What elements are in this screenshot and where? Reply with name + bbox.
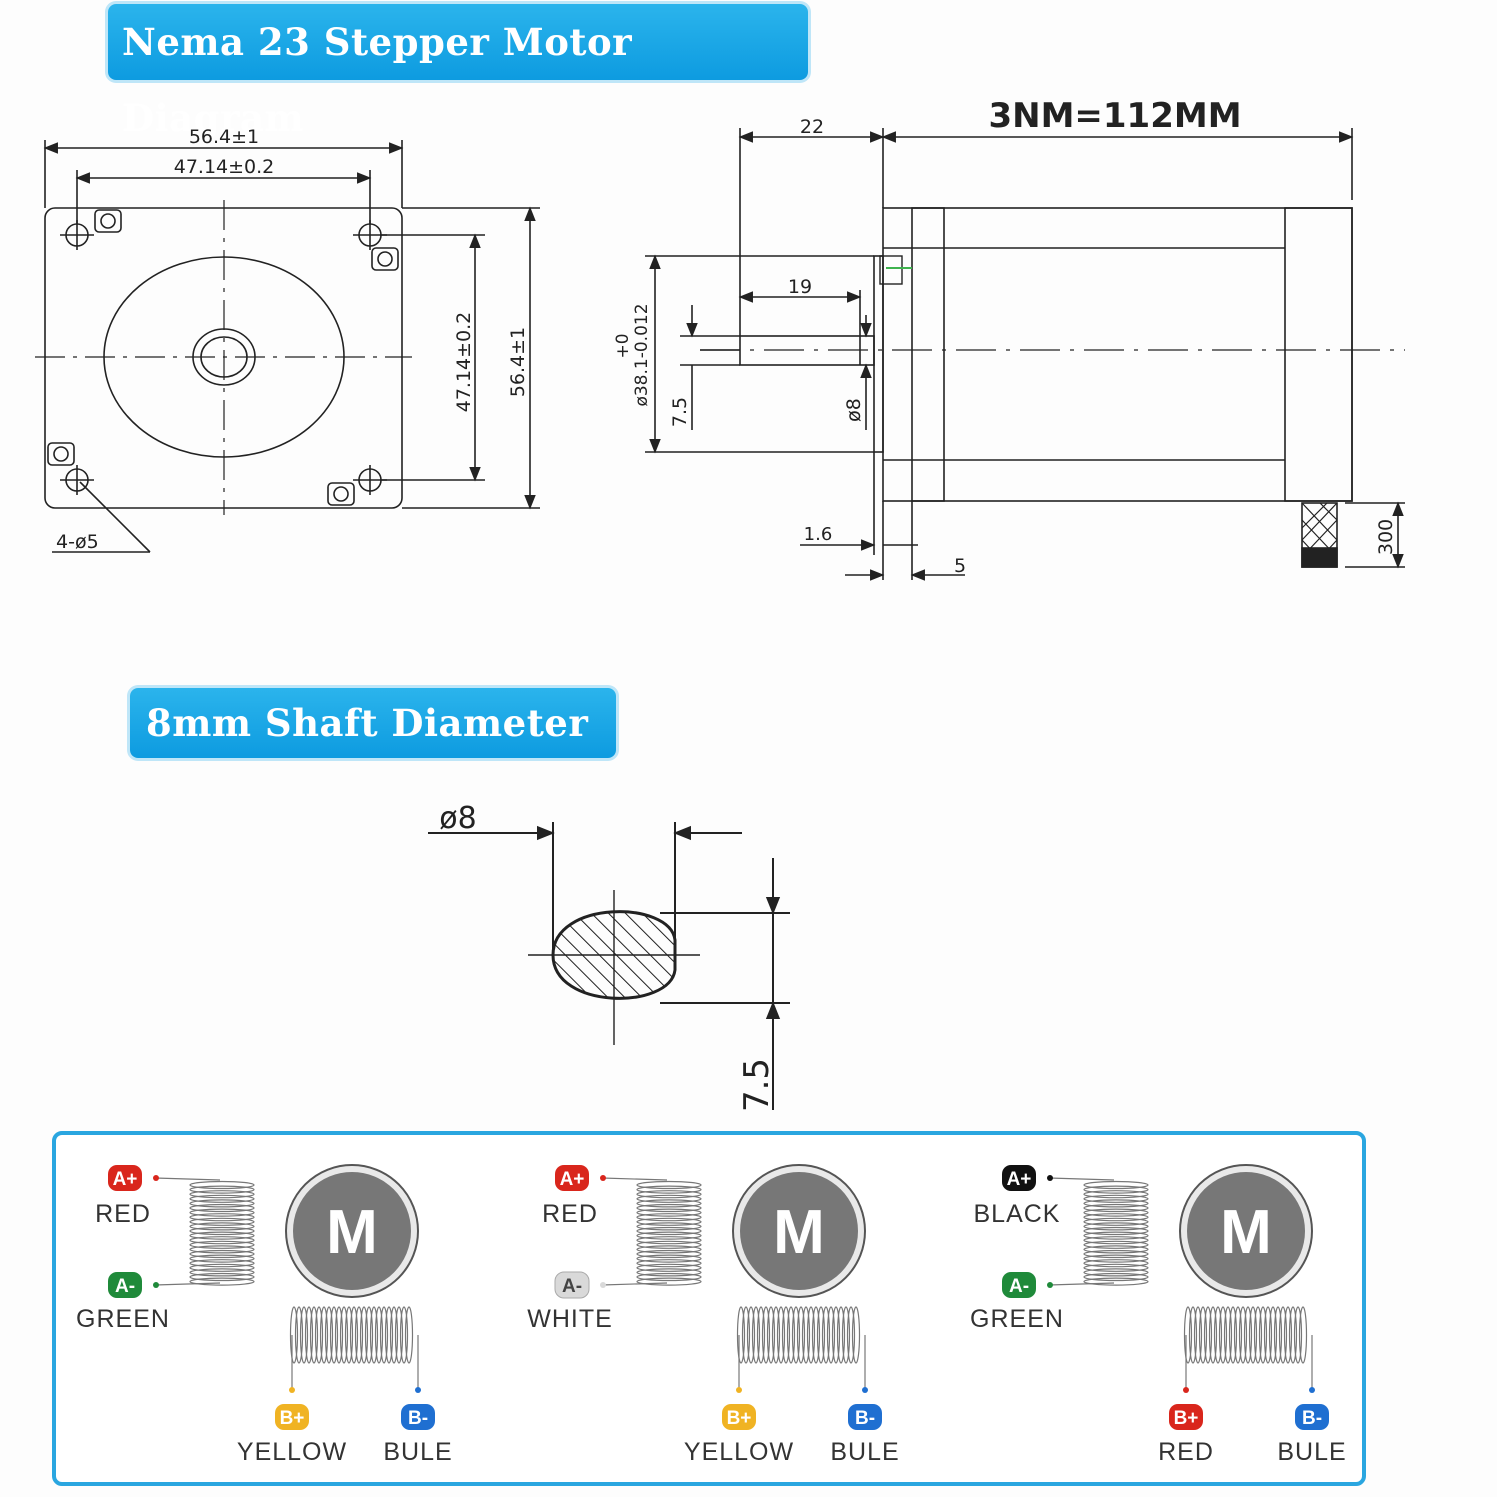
wiring-diagram-1: A+ RED A- GREEN M B+ B- YELLOW BULE xyxy=(76,1164,452,1466)
wiring-panel: A+ RED A- GREEN M B+ B- YELLOW BULE A+ RED A- WHITE M… xyxy=(52,1131,1366,1486)
phase-b-coil xyxy=(289,1306,419,1390)
front-boss-circle xyxy=(103,256,345,458)
a-plus-terminal xyxy=(600,1175,606,1181)
lead-length-label: 300 xyxy=(1375,519,1397,555)
a-plus-color-label: RED xyxy=(95,1200,151,1228)
a-plus-badge-text: A+ xyxy=(113,1169,138,1190)
front-height-outer-label: 56.4±1 xyxy=(507,327,529,397)
a-minus-badge xyxy=(1002,1272,1036,1298)
side-flat-depth-label: 7.5 xyxy=(669,397,691,427)
a-minus-badge-text: A- xyxy=(1009,1276,1029,1297)
a-plus-color-label: BLACK xyxy=(974,1200,1061,1228)
motor-length-label: 3NM=112MM xyxy=(988,96,1241,136)
a-plus-badge xyxy=(108,1165,142,1191)
front-view xyxy=(35,140,540,553)
a-minus-badge xyxy=(108,1272,142,1298)
b-plus-badge xyxy=(1169,1404,1203,1430)
b-minus-color-label: BULE xyxy=(1277,1438,1346,1466)
a-plus-color-label: RED xyxy=(542,1200,598,1228)
shaft-diameter-banner: 8mm Shaft Diameter xyxy=(130,688,616,758)
a-minus-badge xyxy=(554,1271,590,1299)
a-minus-terminal xyxy=(600,1282,606,1288)
wiring-diagrams: A+ RED A- GREEN M B+ B- YELLOW BULE A+ RED A- WHITE M… xyxy=(76,1164,1346,1466)
phase-a-coil xyxy=(601,1177,702,1286)
b-plus-badge xyxy=(722,1404,756,1430)
screw-heads xyxy=(47,209,399,506)
shaft-length-label: 22 xyxy=(800,116,824,138)
side-view xyxy=(645,128,1405,581)
a-minus-color-label: GREEN xyxy=(970,1305,1064,1333)
a-minus-color-label: WHITE xyxy=(527,1305,613,1333)
phase-b-coil xyxy=(736,1306,866,1390)
b-minus-terminal xyxy=(1309,1387,1315,1393)
motor-diagram-title: Nema 23 Stepper Motor Diagram xyxy=(122,20,633,140)
front-width-holes-label: 47.14±0.2 xyxy=(174,156,275,178)
phase-a-coil xyxy=(154,1177,255,1286)
technical-drawings: 56.4±1 47.14±0.2 47.14±0.2 56.4±1 4-ø5 xyxy=(35,96,1405,1112)
flange-thickness-label: 5 xyxy=(954,555,966,577)
b-plus-terminal xyxy=(1183,1387,1189,1393)
b-plus-color-label: YELLOW xyxy=(684,1438,794,1466)
b-minus-terminal xyxy=(862,1387,868,1393)
front-holes-label: 4-ø5 xyxy=(56,531,99,553)
b-minus-badge-text: B- xyxy=(408,1408,428,1429)
motor-disc xyxy=(740,1172,858,1290)
b-plus-color-label: RED xyxy=(1158,1438,1214,1466)
a-minus-terminal xyxy=(1047,1282,1053,1288)
b-plus-terminal xyxy=(289,1387,295,1393)
wiring-diagram-3: A+ BLACK A- GREEN M B+ B- RED BULE xyxy=(970,1164,1346,1466)
a-plus-terminal xyxy=(153,1175,159,1181)
b-minus-badge-text: B- xyxy=(855,1408,875,1429)
section-diameter-label: ø8 xyxy=(439,801,476,836)
b-minus-badge xyxy=(1295,1404,1329,1430)
motor-diagram-banner: Nema 23 Stepper Motor Diagram xyxy=(108,4,808,140)
boss-diameter-upper-label: +0 xyxy=(613,333,633,358)
b-plus-badge xyxy=(275,1404,309,1430)
boss-height-label: 1.6 xyxy=(804,524,833,545)
motor-symbol: M xyxy=(1220,1198,1272,1267)
a-plus-badge xyxy=(555,1165,589,1191)
wiring-diagram-2: A+ RED A- WHITE M B+ B- YELLOW BULE xyxy=(527,1164,899,1466)
a-plus-terminal xyxy=(1047,1175,1053,1181)
motor-disc xyxy=(293,1172,411,1290)
b-plus-badge-text: B+ xyxy=(727,1408,752,1429)
phase-a-coil xyxy=(1048,1177,1149,1286)
front-height-holes-label: 47.14±0.2 xyxy=(453,312,475,413)
b-minus-badge xyxy=(401,1404,435,1430)
phase-b-coil xyxy=(1183,1306,1313,1390)
side-shaft-diameter-label: ø8 xyxy=(843,398,865,422)
b-minus-color-label: BULE xyxy=(383,1438,452,1466)
motor-symbol: M xyxy=(326,1198,378,1267)
b-plus-badge-text: B+ xyxy=(1174,1408,1199,1429)
motor-symbol: M xyxy=(773,1198,825,1267)
a-minus-color-label: GREEN xyxy=(76,1305,170,1333)
front-width-outer-label: 56.4±1 xyxy=(189,126,259,148)
a-minus-badge-text: A- xyxy=(562,1276,582,1297)
shaft-diameter-title: 8mm Shaft Diameter xyxy=(146,701,589,745)
boss-diameter-lower-label: ø38.1-0.012 xyxy=(632,303,652,406)
motor-body-outline xyxy=(882,207,1353,502)
boss-outline xyxy=(873,255,884,453)
b-minus-badge xyxy=(848,1404,882,1430)
shaft-cross-section xyxy=(428,822,790,1110)
a-minus-badge-text: A- xyxy=(115,1276,135,1297)
b-plus-badge-text: B+ xyxy=(280,1408,305,1429)
b-plus-terminal xyxy=(736,1387,742,1393)
section-flat-label: 7.5 xyxy=(737,1058,777,1112)
motor-disc xyxy=(1187,1172,1305,1290)
a-plus-badge-text: A+ xyxy=(1007,1169,1032,1190)
b-minus-badge-text: B- xyxy=(1302,1408,1322,1429)
b-minus-color-label: BULE xyxy=(830,1438,899,1466)
a-plus-badge xyxy=(1002,1165,1036,1191)
a-minus-terminal xyxy=(153,1282,159,1288)
b-minus-terminal xyxy=(415,1387,421,1393)
b-plus-color-label: YELLOW xyxy=(237,1438,347,1466)
a-plus-badge-text: A+ xyxy=(560,1169,585,1190)
flat-length-label: 19 xyxy=(788,276,812,298)
